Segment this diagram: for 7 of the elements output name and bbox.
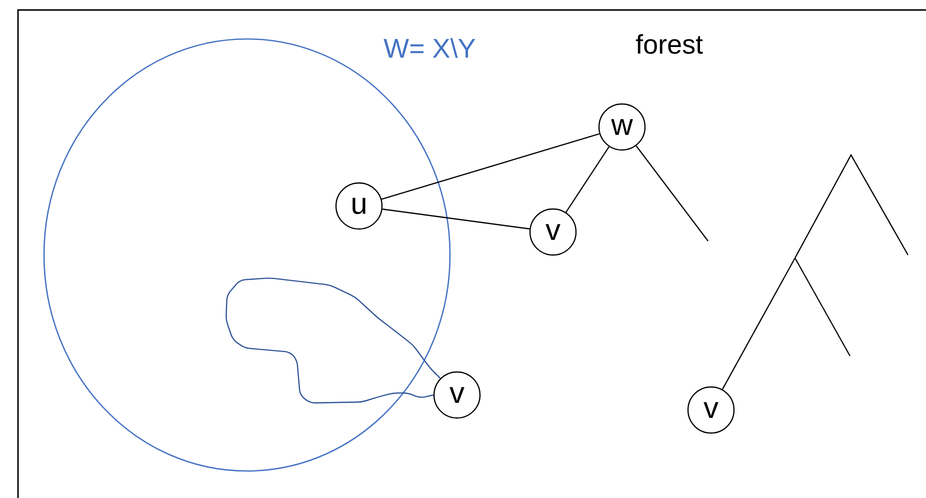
branch-line — [722, 258, 796, 390]
edge-line — [382, 208, 530, 230]
edge-line — [381, 133, 600, 200]
loop-curve — [226, 278, 441, 404]
branch-line — [636, 145, 708, 242]
title-text: forest — [636, 34, 703, 54]
edge-line — [565, 146, 610, 213]
